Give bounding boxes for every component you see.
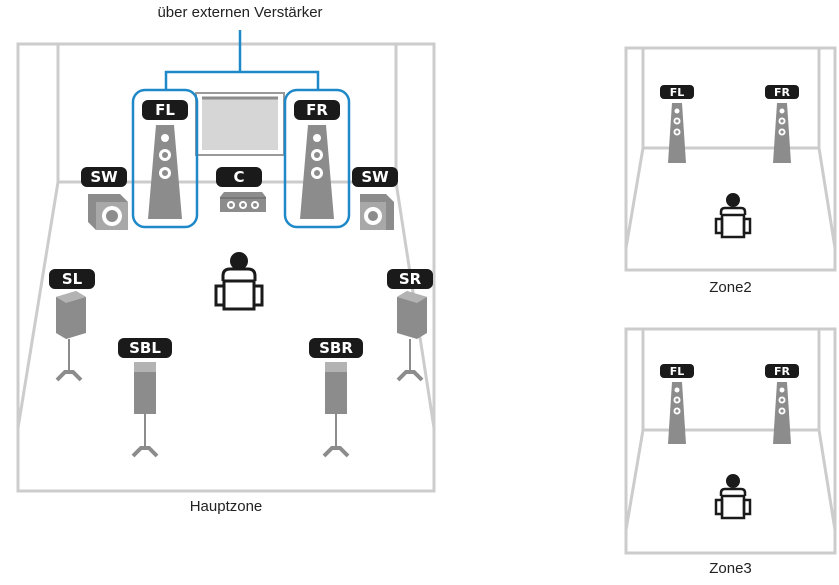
front-left-speaker-group: FL	[131, 88, 199, 229]
fl-badge-label: FL	[155, 101, 175, 119]
sr-badge-label: SR	[399, 270, 422, 288]
zone3-room-outline	[624, 327, 837, 555]
center-badge-label: C	[233, 168, 244, 186]
sl-badge	[49, 269, 95, 289]
zone3-fr-badge	[765, 364, 799, 378]
zone3-listener-icon	[714, 474, 752, 520]
sbr-badge-label: SBR	[319, 339, 353, 357]
zone3: FL FR	[624, 327, 837, 555]
sl-badge-label: SL	[62, 270, 83, 288]
zone2-fr-badge-label: FR	[774, 86, 791, 99]
zone2-room-outline	[624, 46, 837, 272]
main-zone: FL FR SW	[16, 30, 436, 493]
sbl-speaker-icon	[134, 362, 156, 414]
listener-icon	[214, 252, 264, 311]
surround-right-speaker: SR	[387, 269, 433, 382]
zone2-fl-badge	[660, 85, 694, 99]
fr-badge	[294, 100, 340, 120]
sr-speaker-icon	[397, 291, 427, 339]
subwoofer-left: SW	[81, 167, 128, 230]
sw-right-badge	[352, 167, 398, 187]
zone3-fr-badge-label: FR	[774, 365, 791, 378]
tv-screen	[195, 92, 285, 156]
external-amp-caption: über externen Verstärker	[157, 4, 323, 21]
sbl-badge-label: SBL	[129, 339, 161, 357]
subwoofer-right: SW	[352, 167, 398, 230]
zone2-fl-speaker-icon	[668, 103, 686, 163]
front-right-speaker-group: FR	[283, 88, 351, 229]
sbr-badge	[309, 338, 363, 358]
zone2-fr-speaker-icon	[773, 103, 791, 163]
fr-badge-label: FR	[306, 101, 328, 119]
center-speaker: C	[216, 167, 266, 212]
zone3-fr-speaker-icon	[773, 382, 791, 444]
sbl-badge	[118, 338, 172, 358]
zone2-caption: Zone2	[709, 279, 752, 296]
zone2: FL FR	[624, 46, 837, 272]
zone3-fl-speaker-icon	[668, 382, 686, 444]
zone2-listener-icon	[714, 193, 752, 239]
zone2-fl-badge-label: FL	[670, 86, 685, 99]
sbr-speaker-icon	[325, 362, 347, 414]
zone3-caption: Zone3	[709, 560, 752, 577]
sl-speaker-icon	[56, 291, 86, 339]
sr-badge	[387, 269, 433, 289]
zone3-fl-badge	[660, 364, 694, 378]
external-amp-wiring	[164, 30, 320, 90]
front-right-highlight	[283, 88, 351, 229]
zone3-fl-badge-label: FL	[670, 365, 685, 378]
surround-back-left-speaker: SBL	[118, 338, 172, 458]
center-badge	[216, 167, 262, 187]
sw-left-badge-label: SW	[90, 168, 118, 186]
surround-back-right-speaker: SBR	[309, 338, 363, 458]
main-zone-caption: Hauptzone	[189, 498, 263, 515]
fl-badge	[142, 100, 188, 120]
zone2-fr-badge	[765, 85, 799, 99]
sw-right-badge-label: SW	[361, 168, 389, 186]
front-left-highlight	[131, 88, 199, 229]
sw-left-badge	[81, 167, 127, 187]
surround-left-speaker: SL	[49, 269, 95, 382]
